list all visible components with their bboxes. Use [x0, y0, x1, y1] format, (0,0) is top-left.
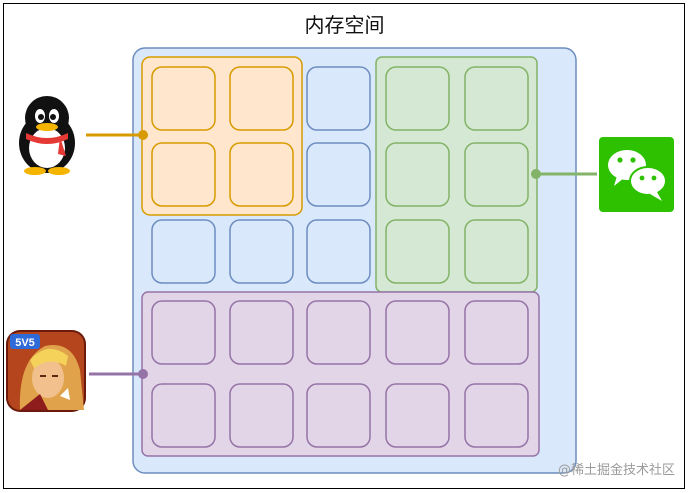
memory-block	[385, 383, 450, 448]
memory-block	[151, 66, 216, 131]
memory-block	[306, 383, 371, 448]
diagram-title: 内存空间	[304, 13, 385, 37]
memory-block	[151, 142, 216, 207]
memory-block	[229, 66, 294, 131]
watermark: @稀土掘金技术社区	[557, 463, 675, 478]
memory-block	[385, 66, 450, 131]
memory-block	[229, 219, 294, 284]
wechat-connector-dot	[531, 169, 541, 179]
wechat-app-icon	[599, 137, 674, 212]
memory-block	[229, 383, 294, 448]
memory-block	[464, 219, 529, 284]
memory-block	[464, 66, 529, 131]
memory-block	[464, 300, 529, 365]
memory-block	[229, 142, 294, 207]
memory-block	[306, 142, 371, 207]
game-connector-dot	[138, 369, 148, 379]
memory-block	[464, 142, 529, 207]
memory-block	[151, 219, 216, 284]
memory-block	[306, 219, 371, 284]
memory-block	[229, 300, 294, 365]
memory-block	[151, 383, 216, 448]
game-app-icon: 5V5	[6, 330, 86, 412]
game-badge-text: 5V5	[15, 337, 35, 349]
qq-connector-dot	[138, 130, 148, 140]
memory-block	[306, 66, 371, 131]
memory-block	[385, 300, 450, 365]
memory-block	[151, 300, 216, 365]
qq-app-icon	[19, 96, 75, 175]
memory-block	[385, 142, 450, 207]
memory-block	[385, 219, 450, 284]
memory-block	[464, 383, 529, 448]
memory-block	[306, 300, 371, 365]
